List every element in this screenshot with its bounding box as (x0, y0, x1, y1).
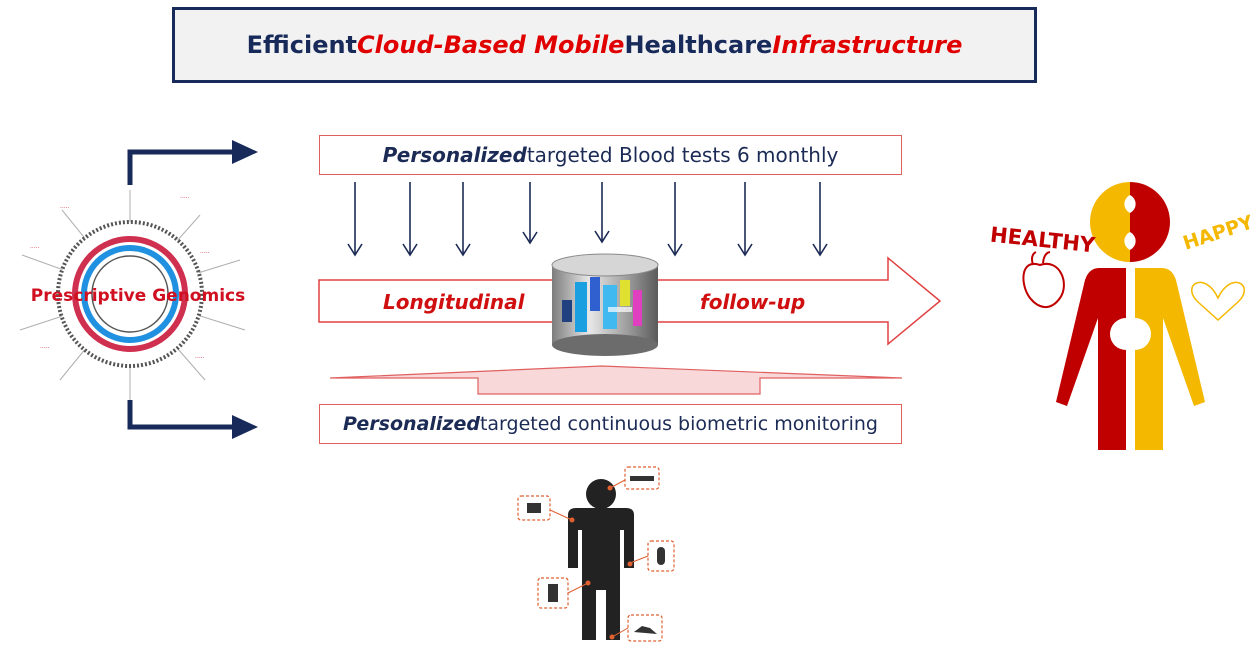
title-box: Efficient Cloud-Based Mobile Healthcare … (172, 7, 1037, 83)
biometric-text: targeted continuous biometric monitoring (479, 413, 878, 435)
database-icon (551, 253, 659, 356)
longitudinal-label: Longitudinal (383, 290, 525, 314)
svg-text:·····: ····· (30, 245, 40, 252)
wearables-person-icon (517, 466, 675, 642)
upward-wedge (329, 365, 903, 395)
blood-tests-text: targeted Blood tests 6 monthly (526, 143, 839, 167)
svg-text:·····: ····· (40, 345, 50, 352)
title-part-4: Infrastructure (772, 31, 963, 59)
genomics-top-connector (127, 149, 245, 185)
title-part-1: Efficient (246, 31, 358, 59)
down-arrows (347, 182, 828, 257)
svg-text:·····: ····· (60, 205, 70, 212)
biometric-emphasis: Personalized (343, 413, 480, 435)
genomics-bottom-arrowhead (232, 415, 258, 439)
blood-tests-emphasis: Personalized (382, 143, 527, 167)
svg-text:·····: ····· (195, 355, 205, 362)
followup-label: follow-up (700, 290, 806, 314)
genomics-label: Prescriptive Genomics (30, 286, 246, 306)
genomics-circle-icon: ····· ····· ····· ····· ····· ····· (19, 190, 246, 400)
biometric-box: Personalized targeted continuous biometr… (319, 404, 902, 444)
genomics-top-arrowhead (232, 140, 258, 164)
title-part-2: Cloud-Based Mobile (357, 31, 625, 59)
svg-text:·····: ····· (200, 250, 210, 257)
svg-text:·····: ····· (180, 195, 190, 202)
healthy-happy-person-icon (1022, 182, 1245, 450)
title-part-3: Healthcare (624, 31, 773, 59)
genomics-bottom-connector (127, 400, 245, 430)
blood-tests-box: Personalized targeted Blood tests 6 mont… (319, 135, 902, 175)
